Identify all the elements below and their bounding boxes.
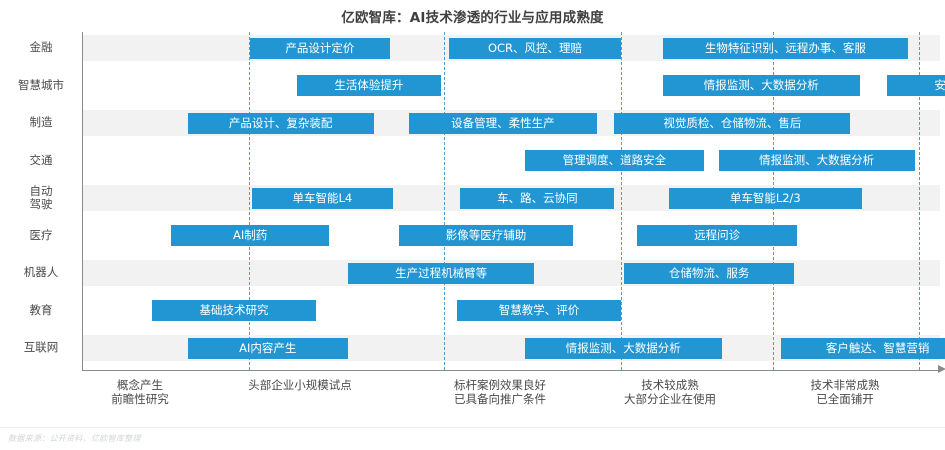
- y-axis-labels: 金融智慧城市制造交通自动驾驶医疗机器人教育互联网: [0, 32, 80, 370]
- y-axis-label-line: 制造: [29, 115, 53, 129]
- y-axis-label-教育: 教育: [2, 302, 80, 317]
- x-axis-stage-label-3: 标杆案例效果良好已具备向推广条件: [410, 378, 590, 406]
- y-axis-label-金融: 金融: [2, 41, 80, 54]
- x-axis-line: [82, 370, 940, 371]
- y-axis-label-line: 互联网: [23, 340, 59, 354]
- data-source-note: 数据来源：公开资料、亿欧智库整理: [8, 434, 141, 443]
- gridline-stage-3: [620, 32, 622, 370]
- gridline-stage-1: [248, 32, 250, 370]
- gridline-stage-2: [444, 32, 446, 370]
- x-axis-stage-label-2: 头部企业小规模试点: [210, 378, 390, 392]
- y-axis-label-交通: 交通: [2, 152, 80, 167]
- bar-互联网-1[interactable]: AI内容产生: [187, 337, 348, 359]
- y-axis-label-line: 金融: [29, 40, 53, 54]
- bar-交通-1[interactable]: 管理调度、道路安全: [524, 150, 705, 171]
- y-axis-label-line: 自动: [29, 184, 53, 198]
- y-axis-label-互联网: 互联网: [2, 341, 80, 354]
- bar-教育-1[interactable]: 基础技术研究: [152, 300, 316, 321]
- bar-金融-2[interactable]: OCR、风控、理赔: [449, 37, 621, 59]
- y-axis-label-制造: 制造: [2, 116, 80, 129]
- x-axis-arrow-icon: [938, 365, 945, 373]
- stage-label-line1: 技术非常成熟: [810, 378, 880, 392]
- bar-互联网-3[interactable]: 客户触达、智慧营销: [781, 337, 945, 359]
- bar-医疗-3[interactable]: 远程问诊: [636, 225, 798, 246]
- y-axis-label-自动驾驶: 自动驾驶: [2, 185, 80, 211]
- x-axis-stage-label-4: 技术较成熟大部分企业在使用: [580, 378, 760, 406]
- bar-智慧城市-2[interactable]: 情报监测、大数据分析: [662, 75, 860, 96]
- x-axis-stage-label-5: 技术非常成熟已全面铺开: [755, 378, 935, 406]
- stage-label-line2: 前瞻性研究: [111, 392, 169, 406]
- bar-机器人-2[interactable]: 仓储物流、服务: [624, 262, 795, 284]
- y-axis-label-line: 智慧城市: [18, 77, 64, 92]
- bar-自动驾驶-3[interactable]: 单车智能L2/3: [669, 187, 862, 209]
- y-axis-label-智慧城市: 智慧城市: [2, 77, 80, 92]
- stage-label-line2: 已具备向推广条件: [454, 392, 546, 406]
- bar-智慧城市-3[interactable]: 安防: [887, 75, 945, 96]
- bar-医疗-1[interactable]: AI制药: [171, 225, 329, 246]
- bar-交通-2[interactable]: 情报监测、大数据分析: [718, 150, 915, 171]
- y-axis-label-line: 医疗: [29, 227, 53, 242]
- y-axis-label-医疗: 医疗: [2, 227, 80, 242]
- y-axis-label-line: 驾驶: [29, 197, 53, 211]
- x-axis-stage-label-1: 概念产生前瞻性研究: [50, 378, 230, 406]
- bar-自动驾驶-2[interactable]: 车、路、云协同: [460, 187, 615, 209]
- bar-教育-2[interactable]: 智慧教学、评价: [457, 300, 621, 321]
- y-axis-label-机器人: 机器人: [2, 266, 80, 279]
- y-axis-label-line: 机器人: [23, 265, 59, 279]
- y-axis-label-line: 教育: [29, 302, 53, 317]
- footer-divider: [0, 427, 945, 428]
- bar-金融-3[interactable]: 生物特征识别、远程办事、客服: [662, 37, 909, 59]
- y-axis-label-line: 交通: [29, 152, 53, 167]
- bar-制造-3[interactable]: 视觉质检、仓储物流、售后: [614, 112, 851, 134]
- bar-自动驾驶-1[interactable]: 单车智能L4: [251, 187, 393, 209]
- bar-制造-2[interactable]: 设备管理、柔性生产: [409, 112, 597, 134]
- y-axis-line: [82, 32, 83, 371]
- stage-label-line1: 技术较成熟: [641, 378, 699, 392]
- bar-金融-1[interactable]: 产品设计定价: [250, 37, 390, 59]
- stage-label-line1: 标杆案例效果良好: [454, 378, 546, 392]
- bar-智慧城市-1[interactable]: 生活体验提升: [296, 75, 442, 96]
- bar-机器人-1[interactable]: 生产过程机械臂等: [348, 262, 535, 284]
- gridline-stage-5: [919, 32, 921, 370]
- bar-互联网-2[interactable]: 情报监测、大数据分析: [524, 337, 722, 359]
- stage-label-line2: 已全面铺开: [816, 392, 874, 406]
- stage-label-line2: 大部分企业在使用: [624, 392, 716, 406]
- bar-制造-1[interactable]: 产品设计、复杂装配: [187, 112, 374, 134]
- chart-title: 亿欧智库：AI技术渗透的行业与应用成熟度: [341, 10, 604, 26]
- stage-label-line1: 概念产生: [117, 378, 163, 392]
- bar-医疗-2[interactable]: 影像等医疗辅助: [399, 225, 573, 246]
- stage-label-line1: 头部企业小规模试点: [248, 378, 352, 392]
